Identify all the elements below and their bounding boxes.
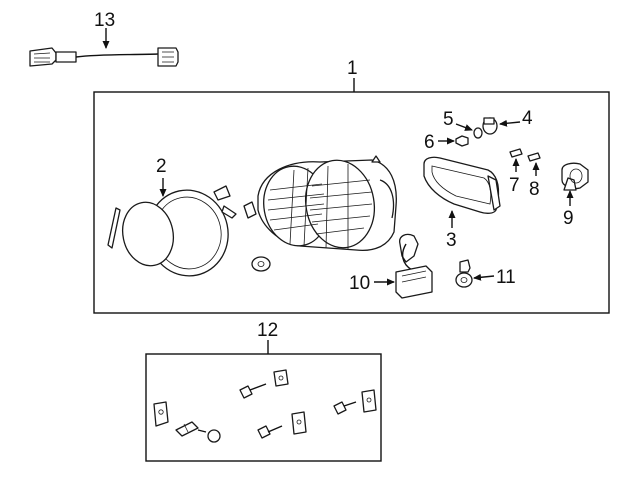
headlamp-bezel-part: 2 xyxy=(107,156,237,277)
callout-11: 11 xyxy=(496,267,516,288)
callout-3: 3 xyxy=(446,230,457,251)
bulb-socket-part: 4 xyxy=(482,108,533,135)
adjuster-part: 11 xyxy=(455,259,516,288)
callout-6: 6 xyxy=(424,132,435,153)
side-marker-housing-part: 3 xyxy=(423,156,501,251)
callout-7: 7 xyxy=(509,175,520,196)
leveling-motor-part: 10 xyxy=(349,233,433,299)
bulb-part: 6 xyxy=(424,132,469,153)
callout-10: 10 xyxy=(349,273,370,294)
callout-5: 5 xyxy=(443,109,454,130)
headlamp-housing-part xyxy=(243,155,397,252)
hardware-kit-parts xyxy=(153,369,377,443)
callout-2: 2 xyxy=(156,156,167,177)
callout-9: 9 xyxy=(563,208,574,229)
hardware-kit-frame xyxy=(145,353,382,462)
headlamp-bulb-part: 9 xyxy=(561,162,589,229)
wiring-harness-part: 13 xyxy=(29,10,179,67)
bulb-part-7: 7 xyxy=(509,148,523,196)
washer-part xyxy=(251,256,271,272)
callout-4: 4 xyxy=(522,108,533,129)
callout-12: 12 xyxy=(257,320,278,341)
bulb-part-8: 8 xyxy=(527,152,541,200)
callout-1: 1 xyxy=(347,58,358,79)
callout-13: 13 xyxy=(94,10,115,31)
seal-part: 5 xyxy=(443,109,483,139)
callout-8: 8 xyxy=(529,179,540,200)
